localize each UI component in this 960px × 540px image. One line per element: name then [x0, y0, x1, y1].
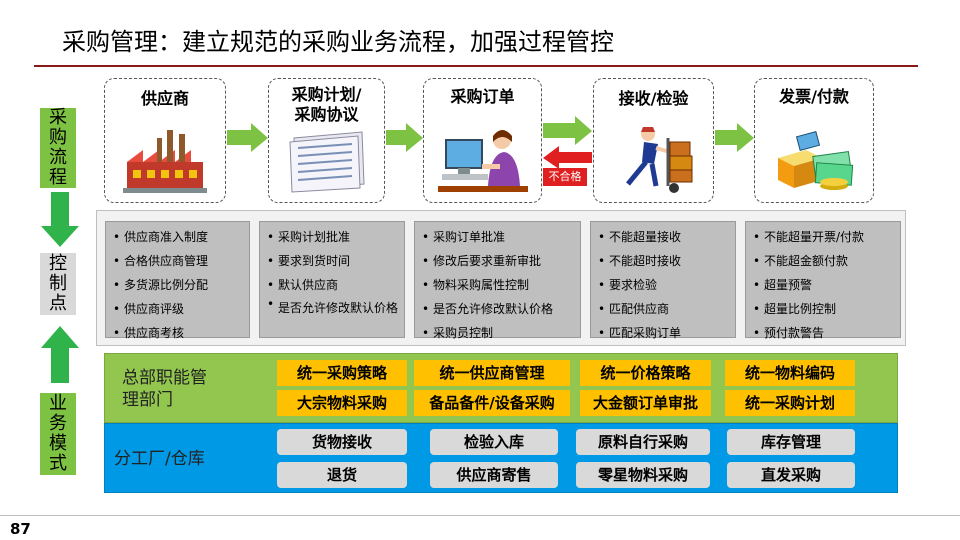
up-arrow-icon	[40, 326, 80, 384]
list-item: 供应商准入制度	[112, 225, 245, 249]
side-label-char: 务	[40, 414, 76, 434]
side-label-char: 点	[40, 294, 76, 314]
factory-function-pill: 库存管理	[727, 429, 855, 455]
factory-icon	[123, 126, 207, 194]
stage-title: 采购订单	[424, 87, 541, 107]
flow-arrow-icon	[227, 123, 269, 153]
stage-title-line: 采购计划/	[269, 85, 384, 105]
factory-function-pill: 退货	[277, 462, 407, 488]
list-item: 是否允许修改默认价格	[266, 297, 400, 321]
band-label-line: 理部门	[122, 389, 207, 411]
flow-arrow-icon	[543, 116, 593, 146]
list-item: 采购员控制	[421, 321, 576, 345]
flow-arrow-icon	[715, 123, 755, 153]
stage-title-line: 采购协议	[269, 105, 384, 125]
hq-function-pill: 大宗物料采购	[277, 390, 407, 416]
side-label-flow: 采 购 流 程	[40, 108, 76, 188]
page-title: 采购管理：建立规范的采购业务流程，加强过程管控	[62, 22, 614, 57]
list-item: 合格供应商管理	[112, 249, 245, 273]
stage-receive-inspect: 接收/检验	[593, 78, 714, 203]
document-stack-icon	[284, 130, 370, 194]
stage-purchase-plan: 采购计划/ 采购协议	[268, 78, 385, 203]
side-label-char: 模	[40, 434, 76, 454]
reject-label: 不合格	[543, 168, 587, 186]
list-item: 供应商评级	[112, 297, 245, 321]
list-item: 不能超量接收	[597, 225, 731, 249]
hq-function-pill: 统一价格策略	[580, 360, 711, 386]
stage-title: 接收/检验	[594, 89, 713, 109]
side-label-char: 程	[40, 168, 76, 188]
side-label-control: 控 制 点	[40, 253, 76, 315]
side-label-char: 购	[40, 128, 76, 148]
hand-truck-icon	[608, 124, 700, 194]
stage-title: 供应商	[105, 89, 225, 109]
down-arrow-icon	[40, 192, 80, 248]
footer-divider	[0, 515, 960, 516]
control-card-plan: 采购计划批准 要求到货时间 默认供应商 是否允许修改默认价格	[259, 221, 405, 338]
factory-function-pill: 原料自行采购	[576, 429, 710, 455]
side-label-char: 控	[40, 254, 76, 274]
stage-supplier: 供应商	[104, 78, 226, 203]
factory-function-pill: 检验入库	[430, 429, 558, 455]
list-item: 预付款警告	[752, 321, 896, 345]
control-card-supplier: 供应商准入制度 合格供应商管理 多货源比例分配 供应商评级 供应商考核	[105, 221, 250, 338]
hq-function-pill: 统一采购计划	[725, 390, 855, 416]
control-card-invoice: 不能超量开票/付款 不能超金额付款 超量预警 超量比例控制 预付款警告	[745, 221, 901, 338]
page-number: 87	[10, 520, 31, 538]
reject-arrow-icon	[543, 146, 593, 170]
list-item: 超量预警	[752, 273, 896, 297]
hq-band-label: 总部职能管 理部门	[122, 367, 207, 411]
list-item: 不能超金额付款	[752, 249, 896, 273]
list-item: 不能超时接收	[597, 249, 731, 273]
side-label-char: 流	[40, 148, 76, 168]
side-label-char: 式	[40, 454, 76, 474]
hq-function-pill: 统一供应商管理	[414, 360, 570, 386]
side-label-char: 制	[40, 274, 76, 294]
stage-invoice-payment: 发票/付款	[754, 78, 874, 203]
side-label-mode: 业 务 模 式	[40, 393, 76, 475]
list-item: 要求到货时间	[266, 249, 400, 273]
list-item: 不能超量开票/付款	[752, 225, 896, 249]
hq-function-pill: 统一物料编码	[725, 360, 855, 386]
title-divider	[34, 65, 918, 67]
factory-function-pill: 供应商寄售	[430, 462, 558, 488]
list-item: 采购计划批准	[266, 225, 400, 249]
factory-band-label: 分工厂/仓库	[114, 448, 205, 470]
factory-function-pill: 直发采购	[727, 462, 855, 488]
list-item: 匹配采购订单	[597, 321, 731, 345]
factory-function-pill: 零星物料采购	[576, 462, 710, 488]
list-item: 采购订单批准	[421, 225, 576, 249]
hq-function-pill: 大金额订单审批	[580, 390, 711, 416]
list-item: 是否允许修改默认价格	[421, 297, 576, 321]
band-label-line: 总部职能管	[122, 367, 207, 389]
side-label-char: 采	[40, 108, 76, 128]
side-label-char: 业	[40, 394, 76, 414]
list-item: 匹配供应商	[597, 297, 731, 321]
list-item: 要求检验	[597, 273, 731, 297]
control-card-receive: 不能超量接收 不能超时接收 要求检验 匹配供应商 匹配采购订单	[590, 221, 736, 338]
stage-purchase-order: 采购订单	[423, 78, 542, 203]
clerk-computer-icon	[438, 124, 528, 194]
list-item: 修改后要求重新审批	[421, 249, 576, 273]
list-item: 物料采购属性控制	[421, 273, 576, 297]
list-item: 超量比例控制	[752, 297, 896, 321]
list-item: 供应商考核	[112, 321, 245, 345]
list-item: 默认供应商	[266, 273, 400, 297]
list-item: 多货源比例分配	[112, 273, 245, 297]
factory-function-pill: 货物接收	[277, 429, 407, 455]
stage-title: 采购计划/ 采购协议	[269, 85, 384, 125]
stage-title: 发票/付款	[755, 87, 873, 107]
control-card-order: 采购订单批准 修改后要求重新审批 物料采购属性控制 是否允许修改默认价格 采购员…	[414, 221, 581, 338]
hq-function-pill: 备品备件/设备采购	[414, 390, 570, 416]
money-icon	[770, 128, 858, 194]
hq-function-pill: 统一采购策略	[277, 360, 407, 386]
flow-arrow-icon	[386, 123, 424, 153]
